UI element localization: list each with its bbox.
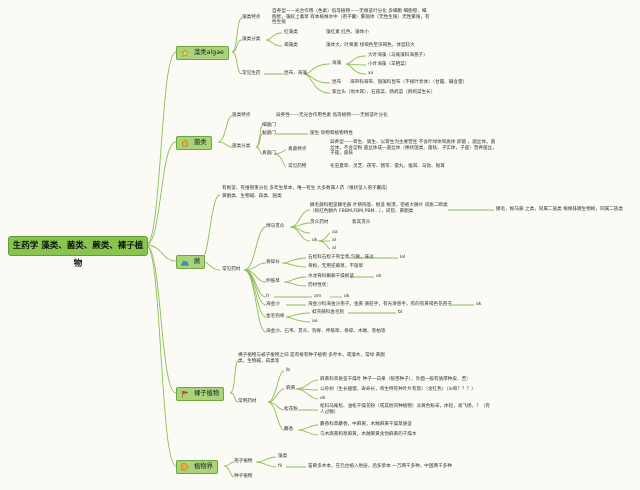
fungi-categories-label[interactable]: 菌类分类 — [232, 144, 251, 149]
ferns-gp2-a: 石松科石松于带全草 气微，味淡 — [308, 255, 374, 260]
gymno-d1-label[interactable]: 麻黄 — [286, 386, 296, 391]
branch-fungi-label: 菌类 — [194, 139, 207, 146]
gymno-d2-a: 松科马尾松、油松干燥花粉（或其他同种植物）淡黄色粉末，体轻，易飞扬，？（有人过敏… — [320, 404, 490, 415]
branch-gymno-label: 裸子植物 — [194, 390, 220, 397]
algae-drug-group[interactable]: 昆布、海藻 — [284, 71, 307, 76]
fungi-bacteria[interactable]: 细菌门 — [262, 123, 276, 128]
branch-algae-label: 藻类algae — [194, 49, 224, 56]
fungi-features-text: 异养性——无光合作用色素 低等植物——无根茎叶分化 — [276, 113, 388, 118]
ferns-gp3-right: ok — [376, 274, 382, 279]
ferns-gp2-b: 骨粉，无用逆蕨草，不吸草 — [308, 264, 364, 269]
plants-spore-2: fil — [278, 464, 283, 469]
ferns-gp3-label[interactable]: 伸筋草 — [266, 279, 280, 284]
algae-features-text: 自养型——光合作用（色素）低等植物——无根茎叶分化 多细胞 细胞壁、细胞壁，藻胶… — [272, 9, 430, 26]
ferns-gp6-label[interactable]: 金毛狗脊 — [266, 314, 285, 319]
algae-kunbu-desc: 海带科海带、翅藻科昆布（不规叶状体）（甘露、碘含量） — [350, 80, 468, 85]
algae-haizao[interactable]: 海藻 — [332, 61, 342, 66]
branch-plants-label: 植物界 — [194, 463, 213, 470]
ferns-gp6-b: bl — [398, 310, 403, 315]
gymno-drugs-label[interactable]: 常用药材 — [238, 399, 257, 404]
root-node[interactable]: 生药学 藻类、菌类、蕨类、裸子植物 — [8, 236, 148, 269]
ferns-gp3-a: 水龙骨科槲蕨干燥根茎 — [308, 274, 354, 279]
algae-kunbu[interactable]: 昆布 — [332, 80, 342, 85]
gymno-d1-a: 麻黄科草质茎干燥叶 种子一白果（银杏种子），外面一般有质厚种皮、苦） — [320, 377, 471, 382]
algae-haizao-1: 大叶海藻（马尾藻科海蒿子） — [368, 53, 428, 58]
algae-brown[interactable]: 褐藻类 — [284, 43, 298, 48]
ferns-gp3-b: 药材性状： — [308, 283, 331, 288]
plants-spore-2-desc: 苔藓多木本，在元古植入地层，后多草本 一万两千多种，中国两千多种 — [308, 464, 452, 469]
ferns-intro: 有根茎、有维管束分化 多年生草本，唯一有生 大多数属人药（根状茎入孢子囊成） — [222, 186, 391, 191]
branch-fungi[interactable]: 菌类 — [176, 136, 212, 150]
ferns-gp1-sub[interactable]: ok — [312, 238, 318, 243]
ferns-gp5-right: ok — [476, 302, 482, 307]
branch-ferns[interactable]: 蕨 — [176, 255, 206, 269]
algae-brown-desc: 藻体大，叶黄素 绿褐色至深褐色，体型较大 — [326, 43, 415, 48]
algae-haizao-3: xx — [368, 71, 374, 76]
ferns-gp1-sub-1: aa — [332, 230, 338, 235]
tag-icon — [181, 463, 189, 471]
algae-categories-label[interactable]: 藻类分类 — [242, 37, 261, 42]
algae-drugs-label[interactable]: 常见生药 — [242, 71, 261, 76]
gymno-d2-label[interactable]: 松花粉 — [284, 407, 298, 412]
gymno-d3-label[interactable]: 麝香 — [284, 427, 294, 432]
flag-icon — [182, 390, 189, 398]
branch-gymno[interactable]: 裸子植物 — [176, 387, 225, 401]
fungi-slime-desc: 菌生 动物和植物特性 — [310, 131, 353, 136]
fungi-common-drugs: 冬虫夏草、灵芝、茯苓、猪苓、雷丸、猴耳、马勃、银耳 — [330, 164, 445, 169]
gymno-d3-b: 乌木麻黄和草麻黄，木贼麻黄含伪麻黄的干燥木 — [320, 432, 417, 437]
plants-seed[interactable]: 种子植物 — [234, 474, 253, 479]
algae-haizao-2: 小叶海藻（羊栖菜） — [368, 62, 410, 67]
ferns-tail: 海金沙、石韦、贯众、狗脊、伸筋草、骨碎、木贼、卷柏等 — [266, 329, 386, 334]
gymno-d3-a: 麝香科草麝香，中麻黄，木贼麻黄干燥草质茎 — [320, 422, 412, 427]
fungi-features-label[interactable]: 菌类特点 — [232, 113, 251, 118]
ferns-gp6-a: 蚌壳蕨科金毛狗 — [312, 310, 345, 315]
fungi-true-features-label[interactable]: 真菌特点 — [288, 147, 307, 152]
algae-features-label[interactable]: 藻类特点 — [242, 15, 261, 20]
gymno-d0: lb — [286, 368, 291, 373]
star-icon — [181, 49, 189, 57]
ferns-intro-2: 黄酮类、生物碱、萜类、酚类 — [222, 194, 282, 199]
algae-red[interactable]: 红藻类 — [284, 30, 298, 35]
ferns-gp4-b: ok — [344, 294, 350, 299]
gymno-d1-c: ok — [320, 396, 326, 401]
ferns-gp1-c: 紫其贯众 — [352, 220, 371, 225]
ferns-gp4-label[interactable]: fr — [266, 294, 270, 299]
branch-ferns-label: 蕨 — [194, 258, 201, 265]
plants-spore[interactable]: 孢子植物 — [234, 459, 253, 464]
fungi-true-features: 异养型——寄生、腐生、以寄生为主要营生 不含叶绿体和质体 即菌 ，菌丝体，菌丝体… — [330, 140, 497, 157]
branch-plants[interactable]: 植物界 — [176, 460, 218, 474]
algae-kunbu-extra: 紫丝头（地木耳）、石莼菜、鹧鸪菜（鹧鸪菜生长） — [332, 90, 436, 95]
branch-algae[interactable]: 藻类algae — [176, 46, 229, 60]
home-icon — [181, 139, 189, 147]
ferns-gp5-label[interactable]: 海金沙 — [266, 302, 280, 307]
ferns-gp2-right: lol — [400, 255, 406, 260]
ferns-gp2-label[interactable]: 骨碎补 — [266, 260, 280, 265]
gymno-d1-b: 公孙树（生长缓慢，寿命长，寄生特有种叶片有莫）（含红色）（lo和？？？） — [320, 387, 476, 392]
ferns-gp1-sub-3: al — [332, 246, 337, 251]
ferns-gp1-label[interactable]: 绵马贯众 — [266, 224, 285, 229]
mountain-icon — [181, 260, 189, 266]
ferns-gp4-a: am — [314, 294, 322, 299]
ferns-gp1-b: 贯众药材 — [310, 220, 329, 225]
ferns-gp1-a: 鳞毛蕨科粗茎鳞毛蕨 叶柄残基、根茎 根须，密被大鳞片 间质二断类（棕红色鳞片 F… — [310, 203, 448, 214]
algae-red-desc: 藻红素 红色、藻体小 — [326, 30, 369, 35]
fungi-common-drugs-label[interactable]: 常见药物 — [288, 164, 307, 169]
ferns-gp1-sub-2: al — [332, 238, 337, 243]
plants-spore-1: 藻类 — [278, 454, 288, 459]
ferns-gp6-c: oo — [312, 319, 318, 324]
fungi-slime[interactable]: 黏菌门 — [262, 131, 276, 136]
gymno-intro: 裸子植物与被子植物之间 是有根有种子植物 多乔木，或灌木，常绿 黄酮类，生物碱，… — [238, 353, 385, 364]
ferns-gp1-right: 鳞毛，根马蕨 之类，同属二族类 根根排腺生物根，同属二族类 — [496, 207, 623, 212]
ferns-drugs-label[interactable]: 常见药材 — [222, 267, 241, 272]
fungi-true[interactable]: 真菌门 — [262, 151, 276, 156]
ferns-gp5-a: 海金沙科海金沙孢子，金黄 质轻手，有光滑感手，有的有黄褐色花孢子 — [308, 302, 452, 307]
